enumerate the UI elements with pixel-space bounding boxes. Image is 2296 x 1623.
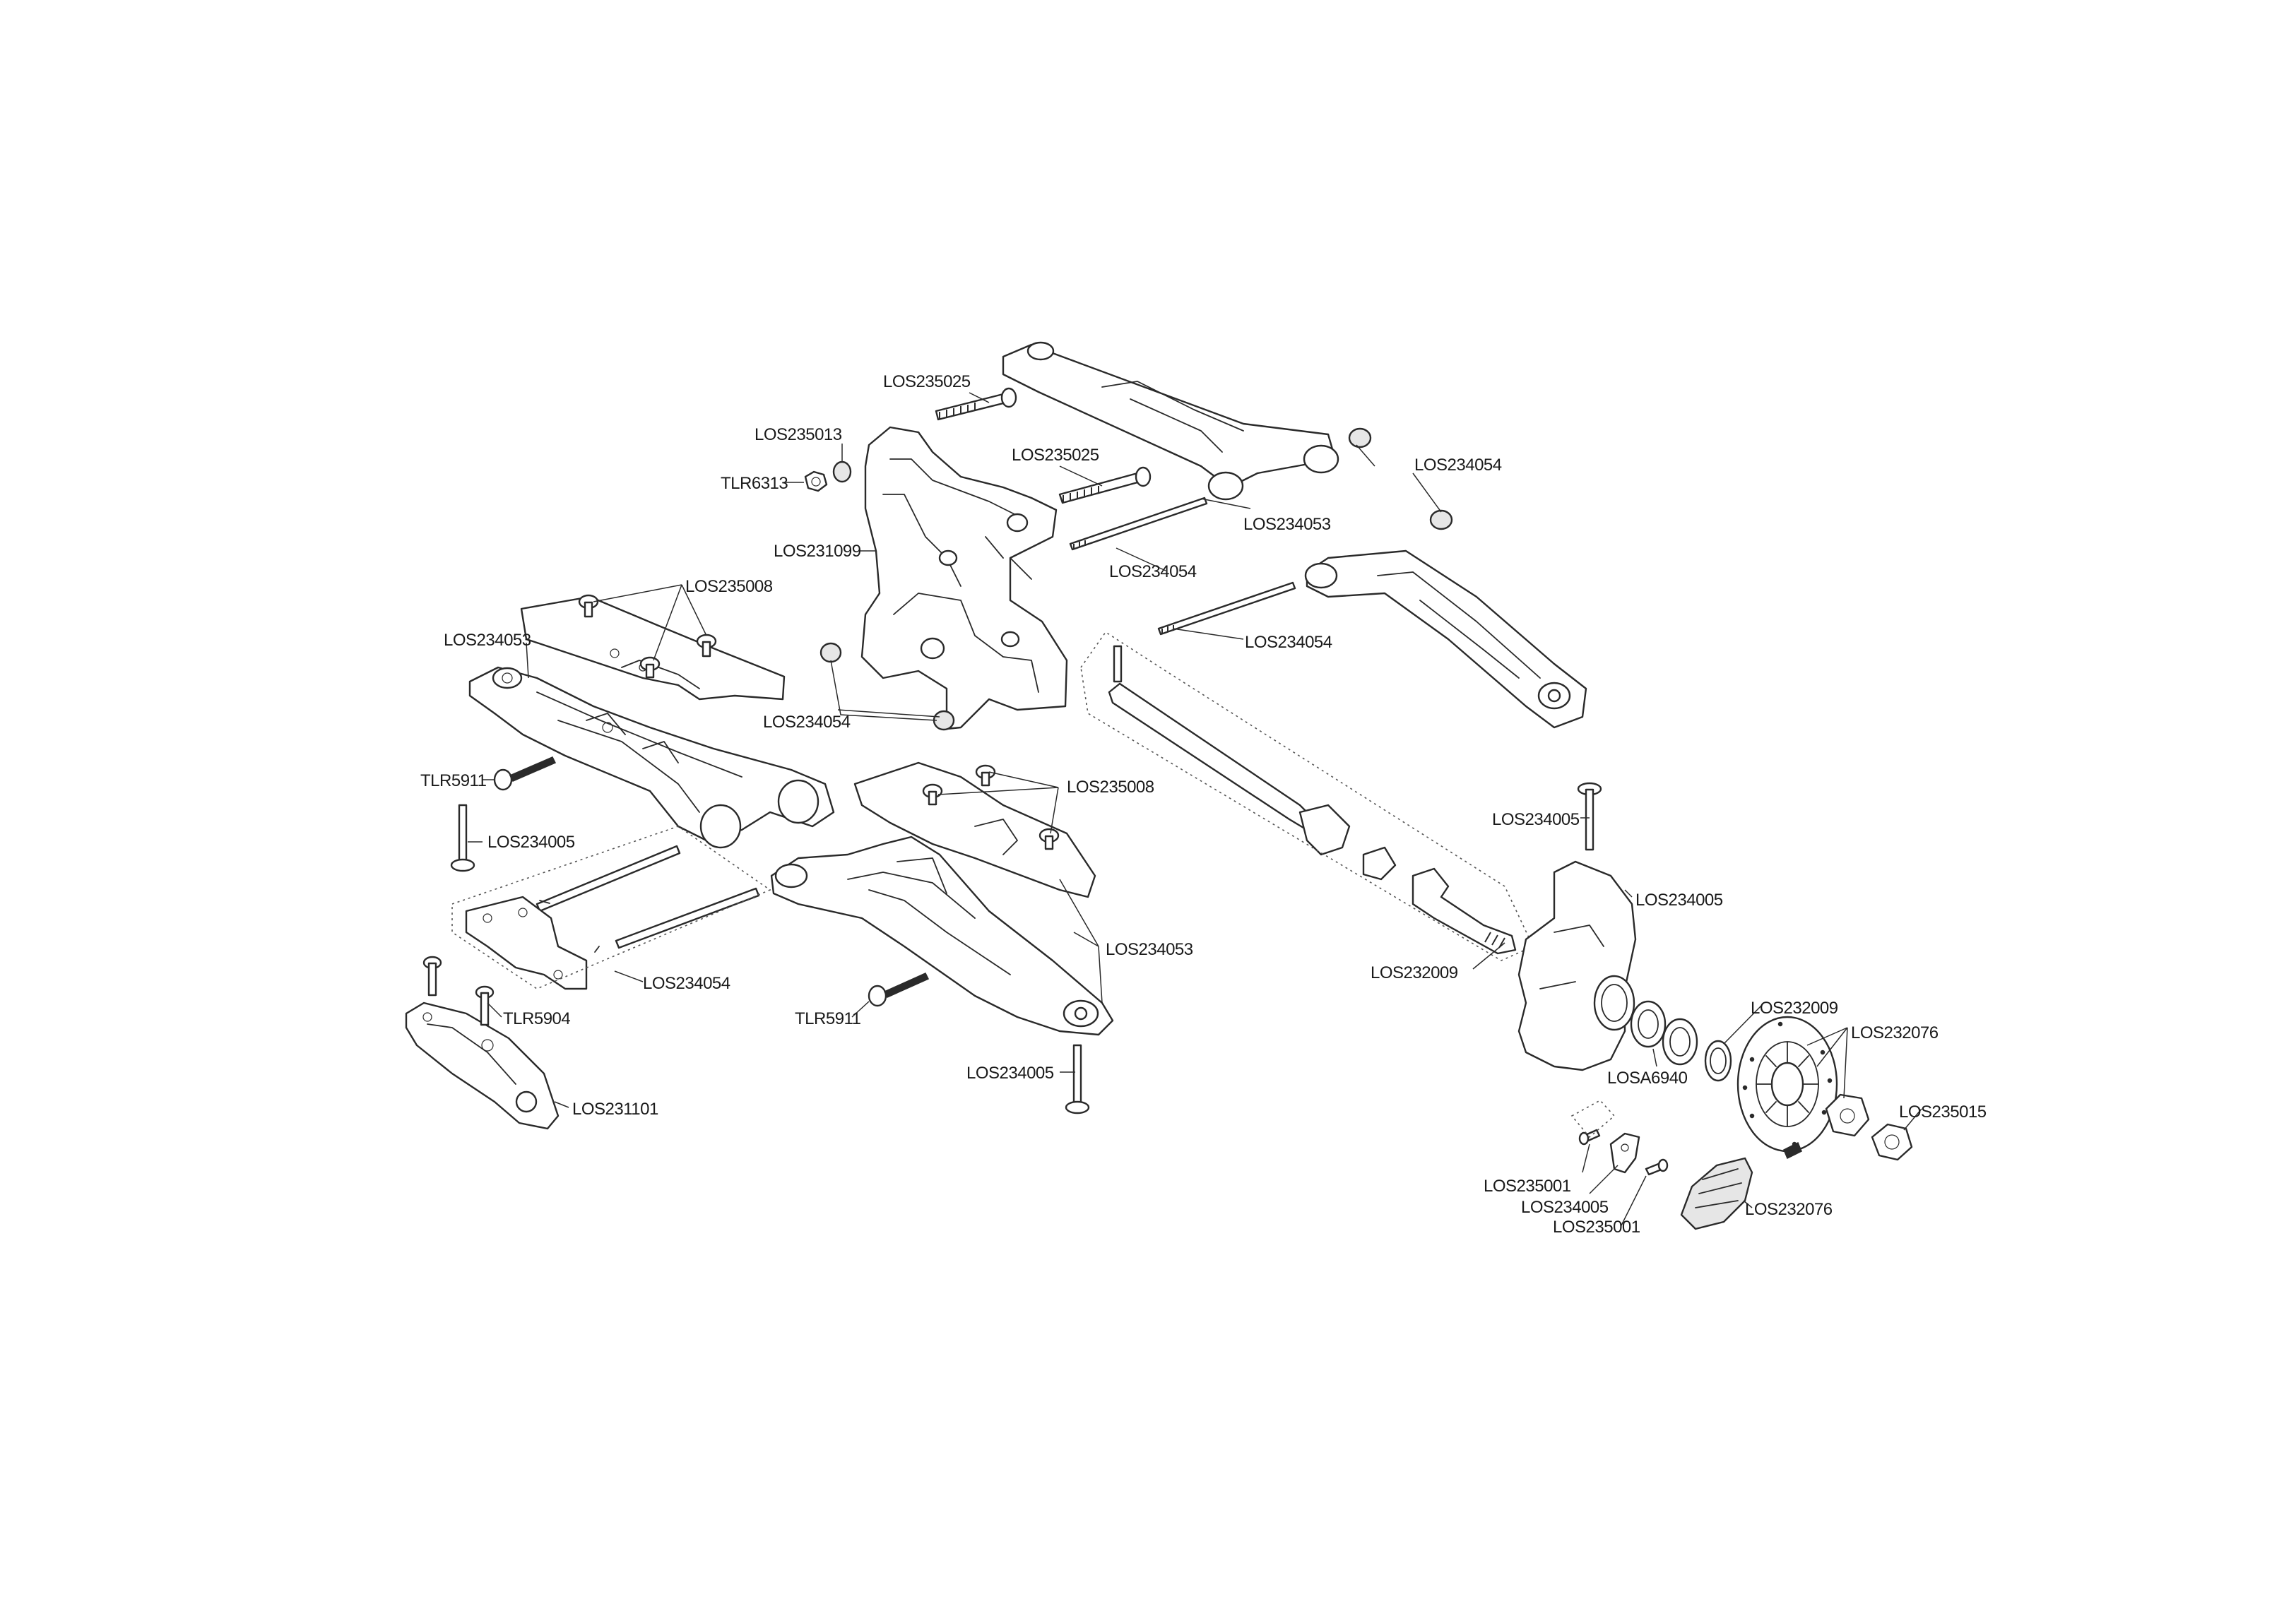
brake-disc-los232076 [1736,1016,1838,1153]
nut-los235015 [1871,1123,1913,1161]
label-tlr6313: TLR6313 [721,474,788,493]
group-outline-left [451,826,771,989]
caliper-los232076 [1680,1157,1753,1230]
label-los235015: LOS235015 [1899,1102,1987,1122]
spacer-los235013 [832,460,852,483]
pin-los234054-box-b [615,887,760,949]
screw-los235008-center-a [975,764,996,787]
label-los234053-right-top: LOS234053 [1243,515,1331,534]
label-los232076-disc: LOS232076 [1851,1023,1939,1042]
label-los231099: LOS231099 [774,542,861,561]
pin-los234005-center [1065,1044,1090,1114]
label-los234054-mid1: LOS234054 [1109,562,1197,581]
driveshaft-los232009 [1108,645,1517,955]
label-los235001-a: LOS235001 [1484,1177,1571,1196]
bracket-plate-box [465,896,600,990]
bulkhead-los231099 [860,426,1068,730]
label-losa6940: LOSA6940 [1607,1069,1688,1088]
lower-arm-right [1304,549,1587,729]
set-screw-disc [1783,1141,1802,1160]
label-tlr5911-center: TLR5911 [795,1009,861,1028]
ring-los232009 [1704,1040,1732,1082]
spindle-carrier [1517,860,1637,1071]
screw-los235025-mid [1058,466,1152,504]
label-los234005-b: LOS234005 [1521,1198,1609,1217]
label-los234054-right-top: LOS234054 [1414,456,1502,475]
label-los235001-b: LOS235001 [1553,1218,1640,1237]
label-los234054-mid2: LOS234054 [1245,633,1332,652]
label-los234054-lower: LOS234054 [643,974,730,993]
screw-los235001-b [1645,1158,1669,1176]
bushing-los234054-upper [819,642,842,663]
bushing-los234054-lower [933,710,955,731]
plate-los235008-top [520,595,786,701]
label-los235013: LOS235013 [755,425,842,444]
label-los234005-center: LOS234005 [966,1064,1054,1083]
nut-tlr6313 [804,470,828,492]
part-labels: LOS235025 LOS235013 TLR6313 LOS235025 LO… [420,372,1987,1237]
bushing-los234054-right [1429,509,1453,530]
bearing-losa6940-b [1662,1018,1698,1066]
leader-lines [468,392,1922,1226]
label-los231101: LOS231101 [572,1100,658,1119]
pin-los234005-left [450,804,475,872]
hex-adapter [1825,1093,1870,1137]
screw-tlr5911-left [493,756,557,791]
screw-tlr5904-b [475,985,495,1026]
plate-los235008-center [853,761,1096,898]
screw-tlr5904-a [422,956,442,997]
pin-los234054-mid1 [1069,497,1208,551]
screw-los235008-center-b [922,783,943,806]
bracket-los234005 [1609,1132,1640,1174]
screw-los235025-top [935,387,1017,421]
label-tlr5904: TLR5904 [503,1009,570,1028]
label-los234053-center: LOS234053 [1106,940,1193,959]
screw-los235008-center-c [1038,828,1060,850]
label-los234005-left: LOS234005 [487,833,575,852]
screw-los235001-a [1578,1129,1601,1146]
label-los234054-center: LOS234054 [763,713,851,732]
label-los232009-shaft: LOS232009 [1371,963,1458,982]
lower-arm-center [770,836,1114,1036]
bearing-losa6940-a [1630,1000,1667,1048]
pin-los234005-carrier-top [1577,782,1602,851]
pin-los234054-box-a [535,845,681,912]
label-los235025-mid: LOS235025 [1012,446,1099,465]
label-tlr5911-left: TLR5911 [420,771,487,790]
screw-tlr5911-center [868,973,930,1007]
toe-block-los231101 [405,1001,560,1130]
label-los235008-top: LOS235008 [685,577,773,596]
lower-arm-left [468,666,835,849]
label-los232009-ring: LOS232009 [1751,999,1838,1018]
pin-los234054-mid2 [1157,581,1296,636]
label-los234053-left: LOS234053 [444,631,531,650]
screw-los235008-a [578,594,599,618]
group-outline-driveshaft [1080,631,1534,961]
screw-los235008-c [639,656,661,679]
label-los235025-top: LOS235025 [883,372,971,391]
label-los235008-center: LOS235008 [1067,778,1154,797]
label-los234005-pin: LOS234005 [1492,810,1580,829]
upper-arm-top-right [1002,341,1372,501]
label-los234005-carrier: LOS234005 [1635,891,1723,910]
label-los232076-hub: LOS232076 [1745,1200,1833,1219]
